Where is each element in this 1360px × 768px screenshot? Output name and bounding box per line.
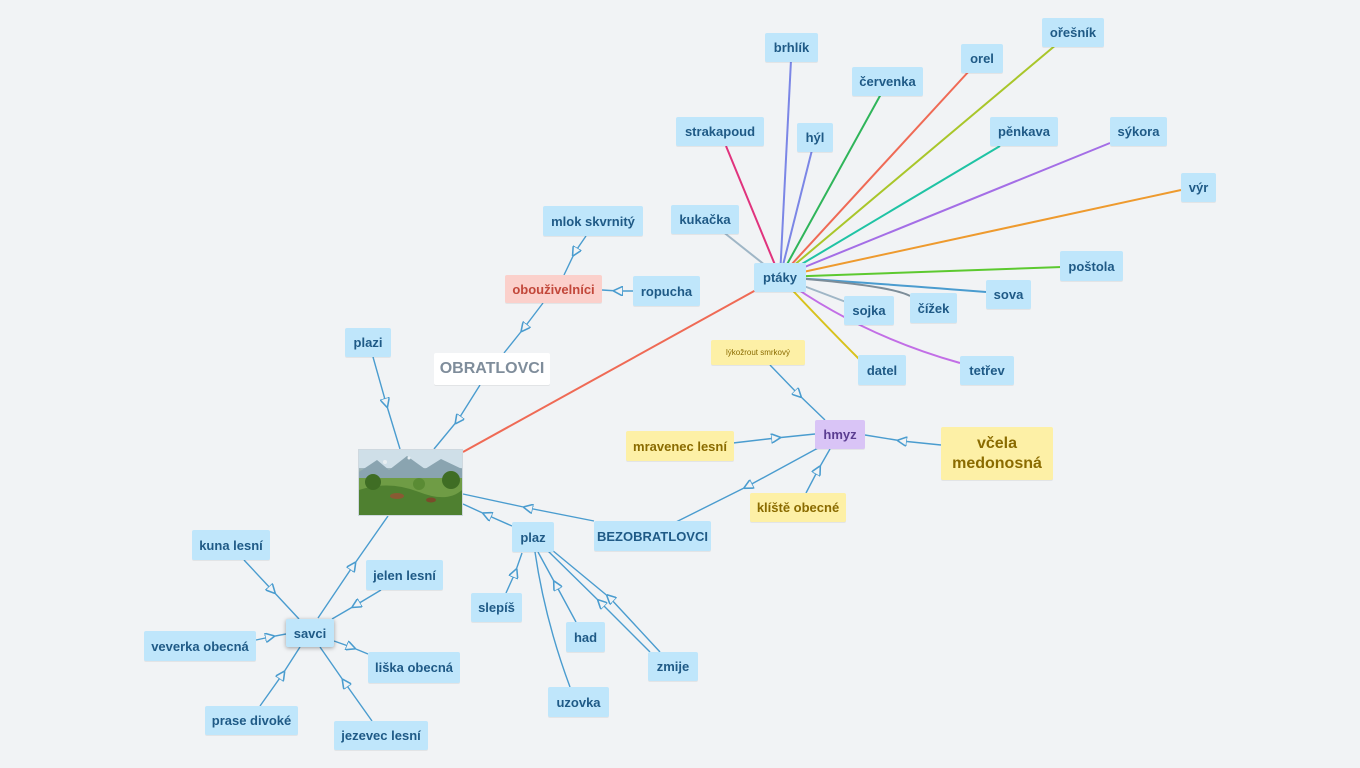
node-lykozrout-smrkovy[interactable]: lýkožrout smrkový (711, 340, 805, 365)
connector-had-plaz (537, 551, 577, 623)
connector-birds-picture (462, 289, 757, 453)
connector-hmyz-bezobratlovci (675, 447, 819, 523)
node-tetrev[interactable]: tetřev (960, 356, 1014, 385)
connector-mlok-amphibians (563, 235, 587, 276)
node-hyl[interactable]: hýl (797, 123, 833, 152)
node-penkava[interactable]: pěnkava (990, 117, 1058, 146)
node-prase-divoke[interactable]: prase divoké (205, 706, 298, 735)
node-brhlik[interactable]: brhlík (765, 33, 818, 62)
blue-connectors (243, 235, 942, 722)
node-uzovka[interactable]: uzovka (548, 687, 609, 717)
connector-obratlovci-picture (433, 384, 481, 450)
node-strakapoud[interactable]: strakapoud (676, 117, 764, 146)
node-oresnik[interactable]: ořešník (1042, 18, 1104, 47)
connector-brhlik (779, 59, 792, 278)
node-liska-obecna[interactable]: liška obecná (368, 652, 460, 683)
node-mlok-skvrnity[interactable]: mlok skvrnitý (543, 206, 643, 236)
node-hmyz[interactable]: hmyz (815, 420, 865, 449)
bird-connectors (462, 43, 1182, 453)
node-postola[interactable]: poštola (1060, 251, 1123, 281)
node-kliste-obecne[interactable]: klíště obecné (750, 493, 846, 522)
center-obratlovci[interactable]: OBRATLOVCI (434, 353, 550, 385)
connector-kuna-savci (243, 559, 300, 620)
connector-zmije-plaz-2 (551, 549, 661, 653)
connector-mravenec-hmyz (732, 434, 816, 444)
connector-lykozrout-hmyz (769, 364, 826, 421)
node-sykora[interactable]: sýkora (1110, 117, 1167, 146)
forest-picture[interactable] (358, 449, 463, 516)
connector-hyl (779, 149, 813, 278)
node-veverka-obecna[interactable]: veverka obecná (144, 631, 256, 661)
node-obouzivelnici[interactable]: obouživelníci (505, 275, 602, 303)
connector-jezevec-savci (319, 646, 373, 722)
connector-kliste-hmyz (805, 448, 831, 494)
node-vyr[interactable]: výr (1181, 173, 1216, 202)
node-plazi[interactable]: plazi (345, 328, 391, 357)
connector-prase-savci (259, 646, 301, 707)
connector-sykora (779, 142, 1111, 278)
connector-liska-savci (333, 640, 369, 655)
node-ptaky[interactable]: ptáky (754, 263, 806, 292)
node-savci[interactable]: savci (286, 619, 334, 647)
connector-oresnik (779, 43, 1058, 278)
node-slepis[interactable]: slepíš (471, 593, 522, 622)
connector-uzovka-plaz (534, 551, 571, 688)
connector-plazi-picture (372, 356, 401, 450)
connector-amphibians-obratlovci (503, 302, 544, 354)
node-kukacka[interactable]: kukačka (671, 205, 739, 234)
node-jezevec-lesni[interactable]: jezevec lesní (334, 721, 428, 750)
connector-jelen-savci (331, 589, 382, 620)
connector-plaz-picture (462, 503, 513, 527)
connector-vyr (779, 189, 1182, 278)
node-cizek[interactable]: čížek (910, 293, 957, 323)
connector-bezobratlovci-picture (462, 493, 595, 522)
connector-orel (779, 69, 971, 278)
connector-ropucha-amphibians (601, 290, 633, 291)
node-kuna-lesni[interactable]: kuna lesní (192, 530, 270, 560)
node-vcela-medonosna[interactable]: včela medonosná (941, 427, 1053, 480)
node-jelen-lesni[interactable]: jelen lesní (366, 560, 443, 590)
connector-penkava (779, 145, 1001, 278)
node-plaz[interactable]: plaz (512, 522, 554, 552)
connector-strakapoud (725, 145, 781, 278)
connector-savci-picture (317, 515, 389, 619)
node-orel[interactable]: orel (961, 44, 1003, 73)
node-cervenka[interactable]: červenka (852, 67, 923, 96)
connector-cervenka (779, 93, 882, 278)
node-zmije[interactable]: zmije (648, 652, 698, 681)
node-bezobratlovci[interactable]: BEZOBRATLOVCI (594, 521, 711, 551)
connector-zmije-plaz-1 (547, 550, 651, 653)
connector-vcela-hmyz (864, 434, 942, 445)
node-sova[interactable]: sova (986, 280, 1031, 309)
connector-veverka-savci (255, 634, 287, 640)
node-had[interactable]: had (566, 622, 605, 652)
connector-postola (779, 266, 1063, 278)
node-sojka[interactable]: sojka (844, 296, 894, 325)
node-mravenec-lesni[interactable]: mravenec lesní (626, 431, 734, 461)
node-ropucha[interactable]: ropucha (633, 276, 700, 306)
forest-illustration (359, 450, 462, 515)
connector-slepis-plaz (505, 552, 523, 594)
node-datel[interactable]: datel (858, 355, 906, 385)
